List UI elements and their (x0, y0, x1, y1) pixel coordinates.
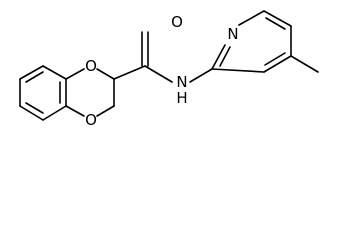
bond (65, 105, 85, 117)
double-bond-inner (25, 102, 44, 114)
double-bond-inner (264, 52, 286, 66)
bond (19, 65, 44, 80)
amide-hydrogen-label: H (176, 89, 187, 107)
chemical-structure: O O O N H N (19, 10, 319, 129)
pyridine-nitrogen-label: N (227, 25, 238, 43)
double-bond-inner (265, 17, 286, 30)
bond (96, 105, 115, 117)
bond (263, 55, 292, 73)
bond (211, 68, 265, 73)
benzene-ring (19, 65, 67, 121)
bond (19, 105, 44, 121)
bond (96, 68, 115, 80)
dioxine-ring (65, 68, 115, 117)
amide-nitrogen-label: N (176, 73, 187, 91)
double-bond-inner (25, 71, 44, 83)
bond (144, 65, 173, 83)
ring-oxygen-top-label: O (85, 57, 97, 75)
bond (42, 105, 67, 121)
bond (263, 10, 292, 27)
pyridine-ring (211, 10, 292, 73)
amide-linker (113, 31, 213, 83)
bond (42, 65, 67, 80)
methyl-bond (290, 55, 319, 73)
bond (238, 10, 265, 26)
ring-oxygen-bottom-label: O (85, 111, 97, 129)
bond (65, 68, 85, 80)
bond (211, 44, 226, 70)
bond (189, 68, 213, 83)
double-bond-inner (219, 46, 231, 67)
carbonyl-oxygen-label: O (171, 13, 183, 31)
bond (113, 65, 146, 80)
